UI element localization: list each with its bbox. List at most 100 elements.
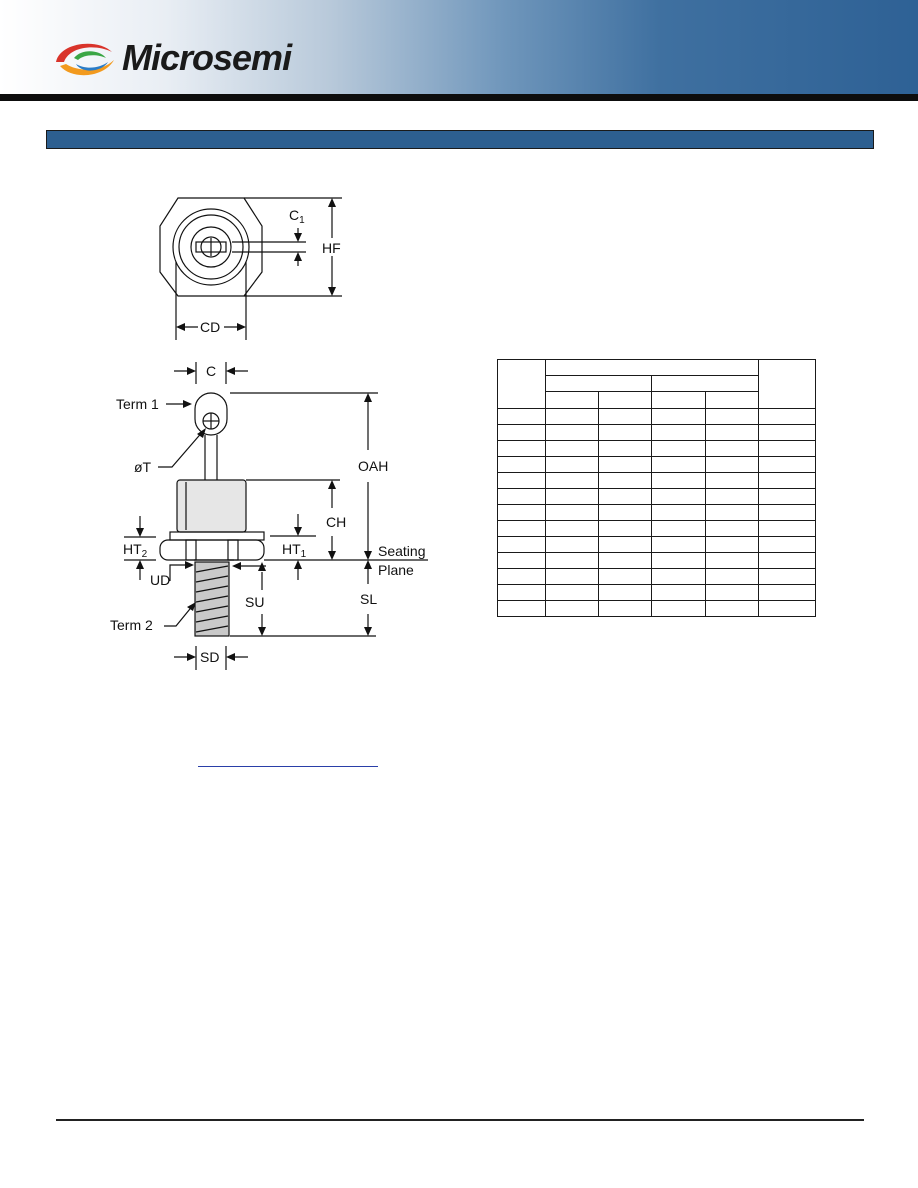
logo-wordmark: Microsemi xyxy=(122,37,293,78)
side-view xyxy=(124,362,428,670)
header-cell-symbol xyxy=(497,359,546,409)
table-cell xyxy=(705,456,759,473)
table-cell xyxy=(497,488,546,505)
table-cell xyxy=(651,504,706,521)
table-cell xyxy=(758,504,816,521)
table-cell xyxy=(598,488,652,505)
table-cell xyxy=(651,536,706,553)
table-cell xyxy=(598,472,652,489)
table-cell xyxy=(705,472,759,489)
label-ht2: HT2 xyxy=(123,541,148,560)
table-row xyxy=(497,504,816,521)
table-cell xyxy=(651,600,706,617)
header-cell-unit-b xyxy=(651,375,759,392)
table-cell xyxy=(598,584,652,601)
table-row xyxy=(497,600,816,617)
table-cell xyxy=(598,504,652,521)
hyperlink-underline[interactable] xyxy=(198,766,378,767)
logo-swirl-icon xyxy=(56,43,114,76)
table-cell xyxy=(705,568,759,585)
header-cell-min xyxy=(651,391,706,409)
table-cell xyxy=(545,536,599,553)
table-cell xyxy=(651,440,706,457)
table-row xyxy=(497,408,816,425)
microsemi-logo: Microsemi xyxy=(56,37,294,78)
label-cd: CD xyxy=(200,319,220,335)
table-cell xyxy=(598,408,652,425)
table-cell xyxy=(651,584,706,601)
table-cell xyxy=(545,472,599,489)
table-cell xyxy=(651,520,706,537)
table-cell xyxy=(497,600,546,617)
table-cell xyxy=(545,520,599,537)
table-cell xyxy=(705,488,759,505)
table-cell xyxy=(497,568,546,585)
table-cell xyxy=(705,440,759,457)
label-c1: C1 xyxy=(289,207,305,226)
table-cell xyxy=(651,408,706,425)
table-cell xyxy=(758,552,816,569)
table-cell xyxy=(545,424,599,441)
header-cell-unit-a xyxy=(545,375,652,392)
outer-circle xyxy=(172,208,250,286)
label-ud: UD xyxy=(150,572,170,588)
table-cell xyxy=(598,456,652,473)
table-cell xyxy=(545,504,599,521)
table-cell xyxy=(497,520,546,537)
table-cell xyxy=(545,408,599,425)
label-hf: HF xyxy=(322,240,341,256)
header-cell-notes xyxy=(758,359,816,409)
inner-circle xyxy=(190,226,232,268)
table-cell xyxy=(497,536,546,553)
table-cell xyxy=(545,440,599,457)
table-cell xyxy=(758,520,816,537)
table-row xyxy=(497,456,816,473)
table-cell xyxy=(651,472,706,489)
table-cell xyxy=(545,552,599,569)
table-cell xyxy=(497,472,546,489)
table-cell xyxy=(545,456,599,473)
table-cell xyxy=(758,440,816,457)
table-cell xyxy=(598,440,652,457)
table-cell xyxy=(651,488,706,505)
table-cell xyxy=(545,600,599,617)
flange xyxy=(169,531,265,541)
table-cell xyxy=(758,424,816,441)
label-seating: Seating xyxy=(378,543,425,559)
table-cell xyxy=(497,440,546,457)
middle-circle xyxy=(178,214,244,280)
table-cell xyxy=(497,408,546,425)
table-row xyxy=(497,424,816,441)
table-cell xyxy=(497,504,546,521)
table-cell xyxy=(497,424,546,441)
table-cell xyxy=(598,424,652,441)
label-sl: SL xyxy=(360,591,377,607)
label-c: C xyxy=(206,363,216,379)
header-cell-max xyxy=(598,391,652,409)
hex-base xyxy=(159,539,265,561)
table-cell xyxy=(705,408,759,425)
table-cell xyxy=(651,456,706,473)
table-cell xyxy=(758,408,816,425)
header-cell-dimensions xyxy=(545,359,759,376)
section-bar xyxy=(46,130,874,149)
table-row xyxy=(497,472,816,489)
table-cell xyxy=(497,584,546,601)
label-sd: SD xyxy=(200,649,219,665)
label-term-2: Term 2 xyxy=(110,617,153,633)
table-cell xyxy=(598,568,652,585)
table-cell xyxy=(758,600,816,617)
table-cell xyxy=(758,456,816,473)
table-cell xyxy=(705,584,759,601)
label-ht1: HT1 xyxy=(282,541,307,560)
footer-rule xyxy=(56,1119,864,1121)
table-cell xyxy=(758,536,816,553)
table-header-row xyxy=(497,359,816,409)
table-cell xyxy=(651,424,706,441)
table-cell xyxy=(545,488,599,505)
header-cell-min xyxy=(545,391,599,409)
table-row xyxy=(497,520,816,537)
table-cell xyxy=(705,600,759,617)
table-cell xyxy=(598,552,652,569)
table-cell xyxy=(545,584,599,601)
